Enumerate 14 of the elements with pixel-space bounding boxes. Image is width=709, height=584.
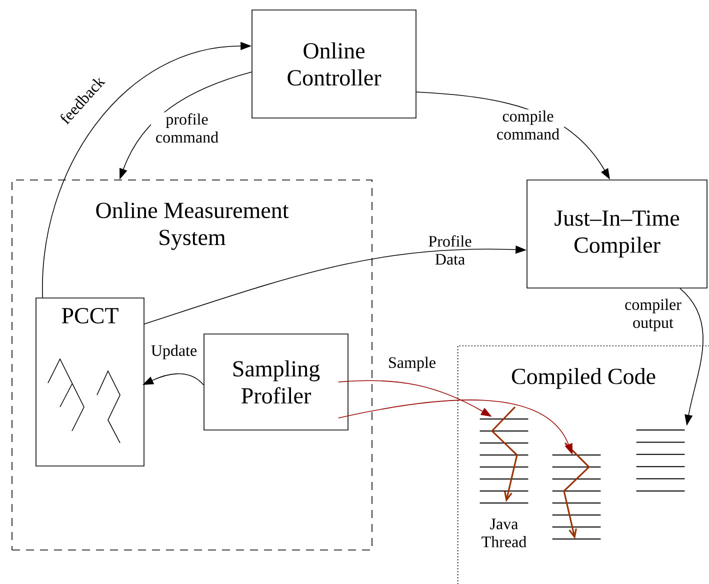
edge-label: Sample xyxy=(387,356,437,372)
edge-label: compile command xyxy=(492,109,564,141)
edge-label: Update xyxy=(150,344,198,360)
process-box: Online Controller xyxy=(252,10,416,118)
code-stack-with-thread-drawing xyxy=(479,406,529,504)
code-stack xyxy=(636,430,686,492)
edge-label: compiler output xyxy=(617,298,689,332)
process-box: Just–In–Time Compiler xyxy=(526,180,708,288)
tree-box: PCCT xyxy=(36,298,144,466)
thread-label: Java Thread xyxy=(482,518,526,548)
edge-label: Profile Data xyxy=(428,235,472,265)
code-stack-with-thread-drawing xyxy=(552,442,602,540)
process-box: Sampling Profiler xyxy=(204,334,348,430)
edge-label: profile command xyxy=(151,112,223,144)
